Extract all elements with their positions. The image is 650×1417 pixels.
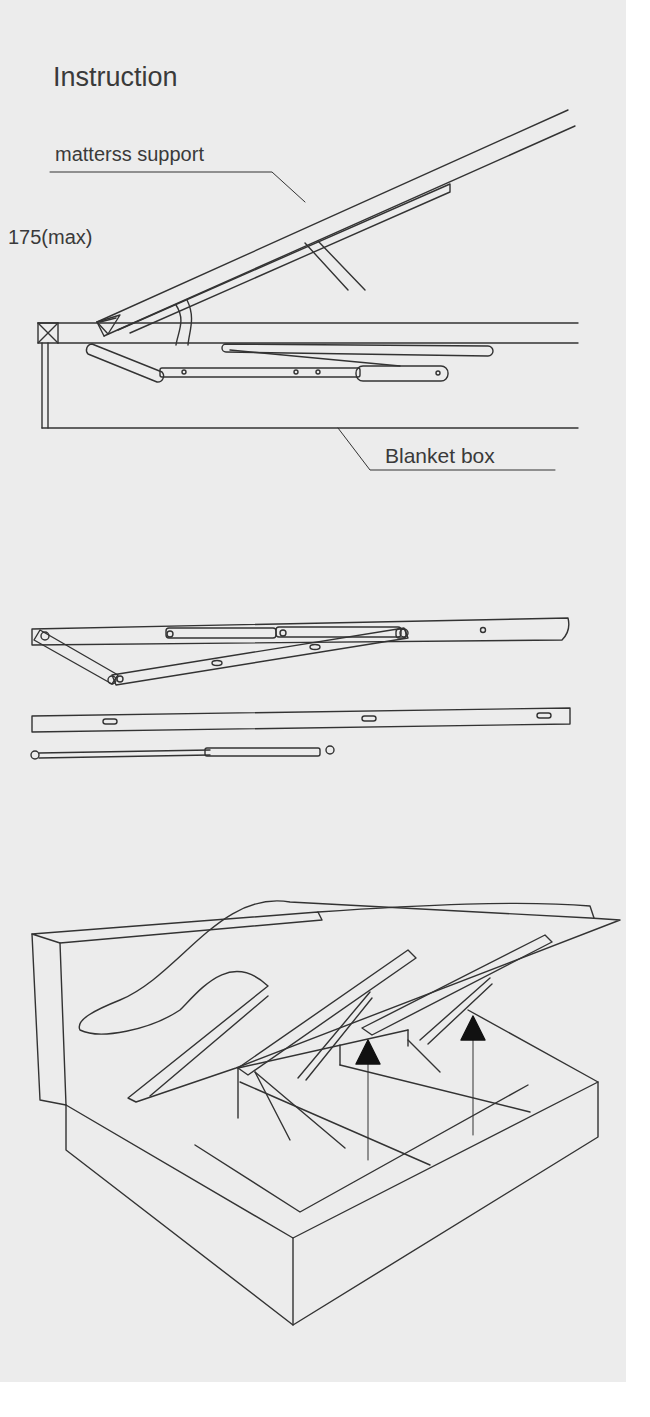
leader-line bbox=[50, 172, 305, 202]
dimension-label: 175(max) bbox=[8, 226, 92, 249]
diagram-title: Instruction bbox=[53, 62, 178, 93]
bed-perspective bbox=[32, 901, 620, 1325]
side-view bbox=[38, 110, 578, 428]
parts-view bbox=[31, 618, 570, 759]
leader-line bbox=[338, 428, 555, 470]
page-ground bbox=[0, 0, 626, 1382]
part-label: matterss support bbox=[55, 143, 204, 166]
part-label: Blanket box bbox=[385, 444, 495, 468]
